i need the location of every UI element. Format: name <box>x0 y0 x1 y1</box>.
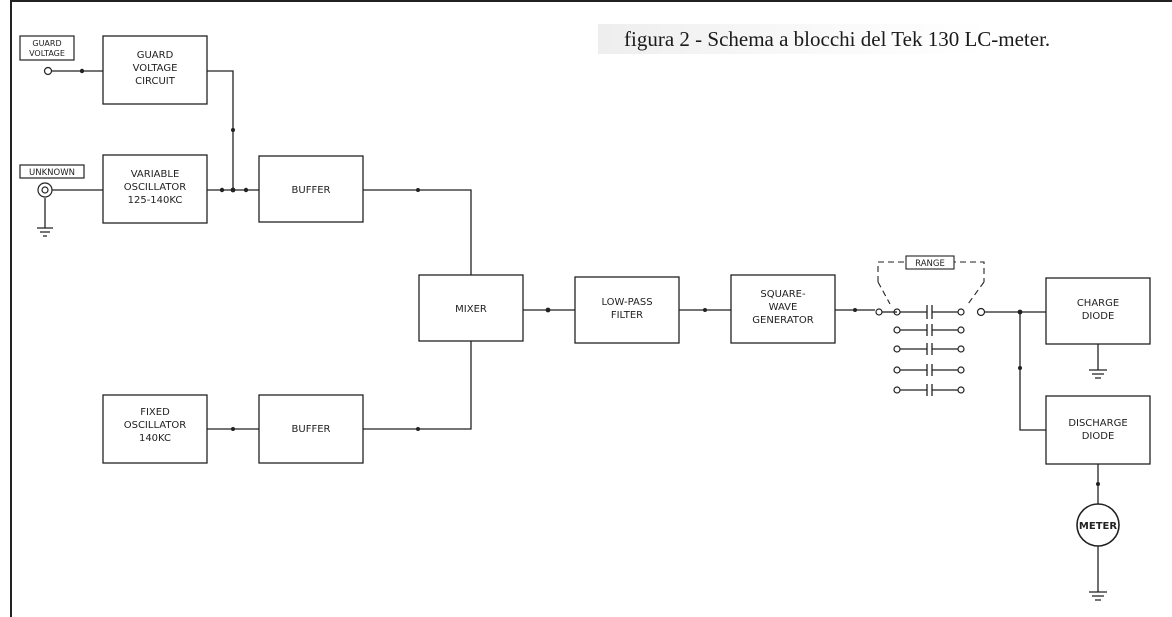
block-label-line: OSCILLATOR <box>124 420 187 431</box>
range-switch: RANGE <box>875 255 986 396</box>
block-label-line: VOLTAGE <box>133 63 178 74</box>
block-label-line: LOW-PASS <box>601 297 652 308</box>
block-label-line: GUARD <box>137 50 174 61</box>
block-label-line: CHARGE <box>1077 298 1119 309</box>
low-pass-filter-block: LOW-PASS FILTER <box>574 276 680 344</box>
unknown-terminal: UNKNOWN <box>19 164 85 198</box>
buffer-lower-block: BUFFER <box>258 394 364 464</box>
discharge-diode-block: DISCHARGE DIODE <box>1045 395 1151 465</box>
range-label: RANGE <box>915 259 945 269</box>
block-label-line: VARIABLE <box>131 169 180 180</box>
block-label: BUFFER <box>292 424 331 435</box>
guard-voltage-terminal: GUARD VOLTAGE <box>19 35 75 76</box>
terminal-label: UNKNOWN <box>29 168 75 178</box>
block-label-line: OSCILLATOR <box>124 182 187 193</box>
square-wave-generator-block: SQUARE- WAVE GENERATOR <box>730 274 836 344</box>
wiring <box>37 70 1107 601</box>
capacitor-row <box>893 343 965 355</box>
block-label-line: FILTER <box>611 310 643 321</box>
fixed-oscillator-block: FIXED OSCILLATOR 140KC <box>102 394 208 464</box>
block-label-line: CIRCUIT <box>135 76 176 87</box>
capacitor-row <box>893 324 965 336</box>
block-label-line: DIODE <box>1082 431 1115 442</box>
block-label-line: DISCHARGE <box>1068 418 1127 429</box>
junction-dots <box>79 68 1100 486</box>
block-label-line: 125-140KC <box>128 195 183 206</box>
meter: METER <box>1076 503 1120 547</box>
mixer-block: MIXER <box>418 274 524 342</box>
block-label: MIXER <box>455 304 487 315</box>
block-label-line: 140KC <box>139 433 171 444</box>
meter-label: METER <box>1079 521 1117 532</box>
buffer-upper-block: BUFFER <box>258 155 364 223</box>
variable-oscillator-block: VARIABLE OSCILLATOR 125-140KC <box>102 154 208 224</box>
figure-frame <box>10 0 1172 617</box>
charge-diode-block: CHARGE DIODE <box>1045 277 1151 345</box>
block-label-line: GENERATOR <box>752 315 813 326</box>
block-label-line: SQUARE- <box>760 289 806 300</box>
figure-caption: figura 2 - Schema a blocchi del Tek 130 … <box>598 24 1158 54</box>
capacitor-row <box>893 384 965 396</box>
capacitor-row <box>893 364 965 376</box>
terminal-label-line: VOLTAGE <box>29 49 65 58</box>
terminal-label-line: GUARD <box>32 39 61 48</box>
block-label-line: FIXED <box>140 407 170 418</box>
block-label: BUFFER <box>292 185 331 196</box>
guard-voltage-circuit-block: GUARD VOLTAGE CIRCUIT <box>102 35 208 105</box>
block-label-line: WAVE <box>769 302 798 313</box>
block-label-line: DIODE <box>1082 311 1115 322</box>
